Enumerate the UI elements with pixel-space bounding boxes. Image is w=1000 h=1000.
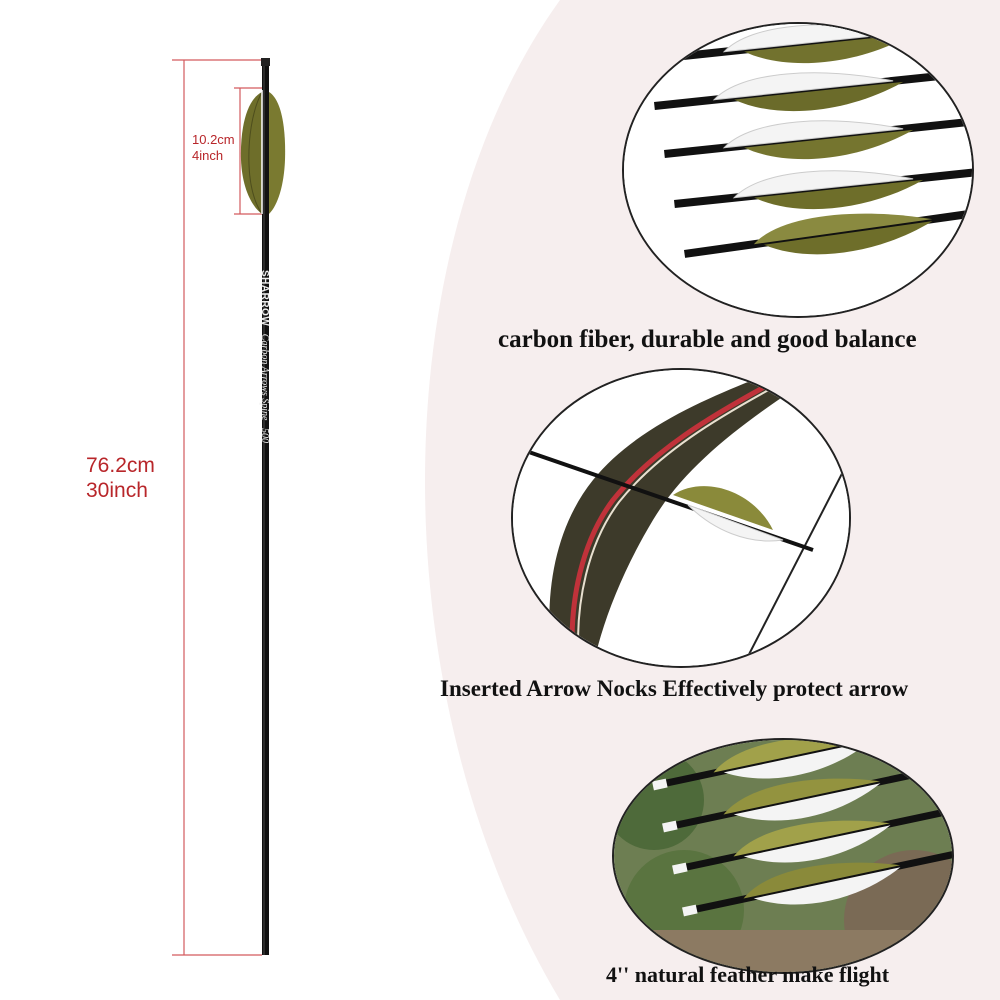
arrow-nock [261, 58, 270, 66]
arrow-shaft [262, 60, 269, 955]
total-length-label: 76.2cm 30inch [86, 453, 155, 503]
feature-caption-feather: 4'' natural feather make flight [606, 962, 890, 987]
bow-string [742, 459, 849, 666]
shaft-brand: SHARROW [259, 270, 270, 327]
feature-caption-carbon: carbon fiber, durable and good balance [498, 326, 917, 353]
photo-fletchings [622, 22, 974, 318]
feather-length-in: 4inch [192, 147, 224, 163]
feature-caption-nocks: Inserted Arrow Nocks Effectively protect… [440, 676, 909, 701]
total-length-bracket [172, 59, 262, 956]
feather-length-label: 10.2cm 4inch [192, 132, 235, 163]
photo-outdoor-arrows [612, 738, 954, 974]
bow-riser [549, 380, 793, 666]
shaft-printing: SHARROW Carbon Arrows Spine 500 [250, 270, 270, 460]
feather-length-bracket [234, 87, 262, 215]
shaft-spine: 500 [259, 427, 270, 443]
feather-length-cm: 10.2cm [192, 132, 235, 147]
total-length-cm: 76.2cm [86, 454, 155, 477]
photo-bow-riser [511, 368, 851, 668]
total-length-in: 30inch [86, 479, 148, 503]
arrow-feather [240, 92, 262, 214]
arrow-bundle-outdoor [652, 740, 952, 917]
shaft-label: Carbon Arrows Spine [259, 333, 270, 421]
